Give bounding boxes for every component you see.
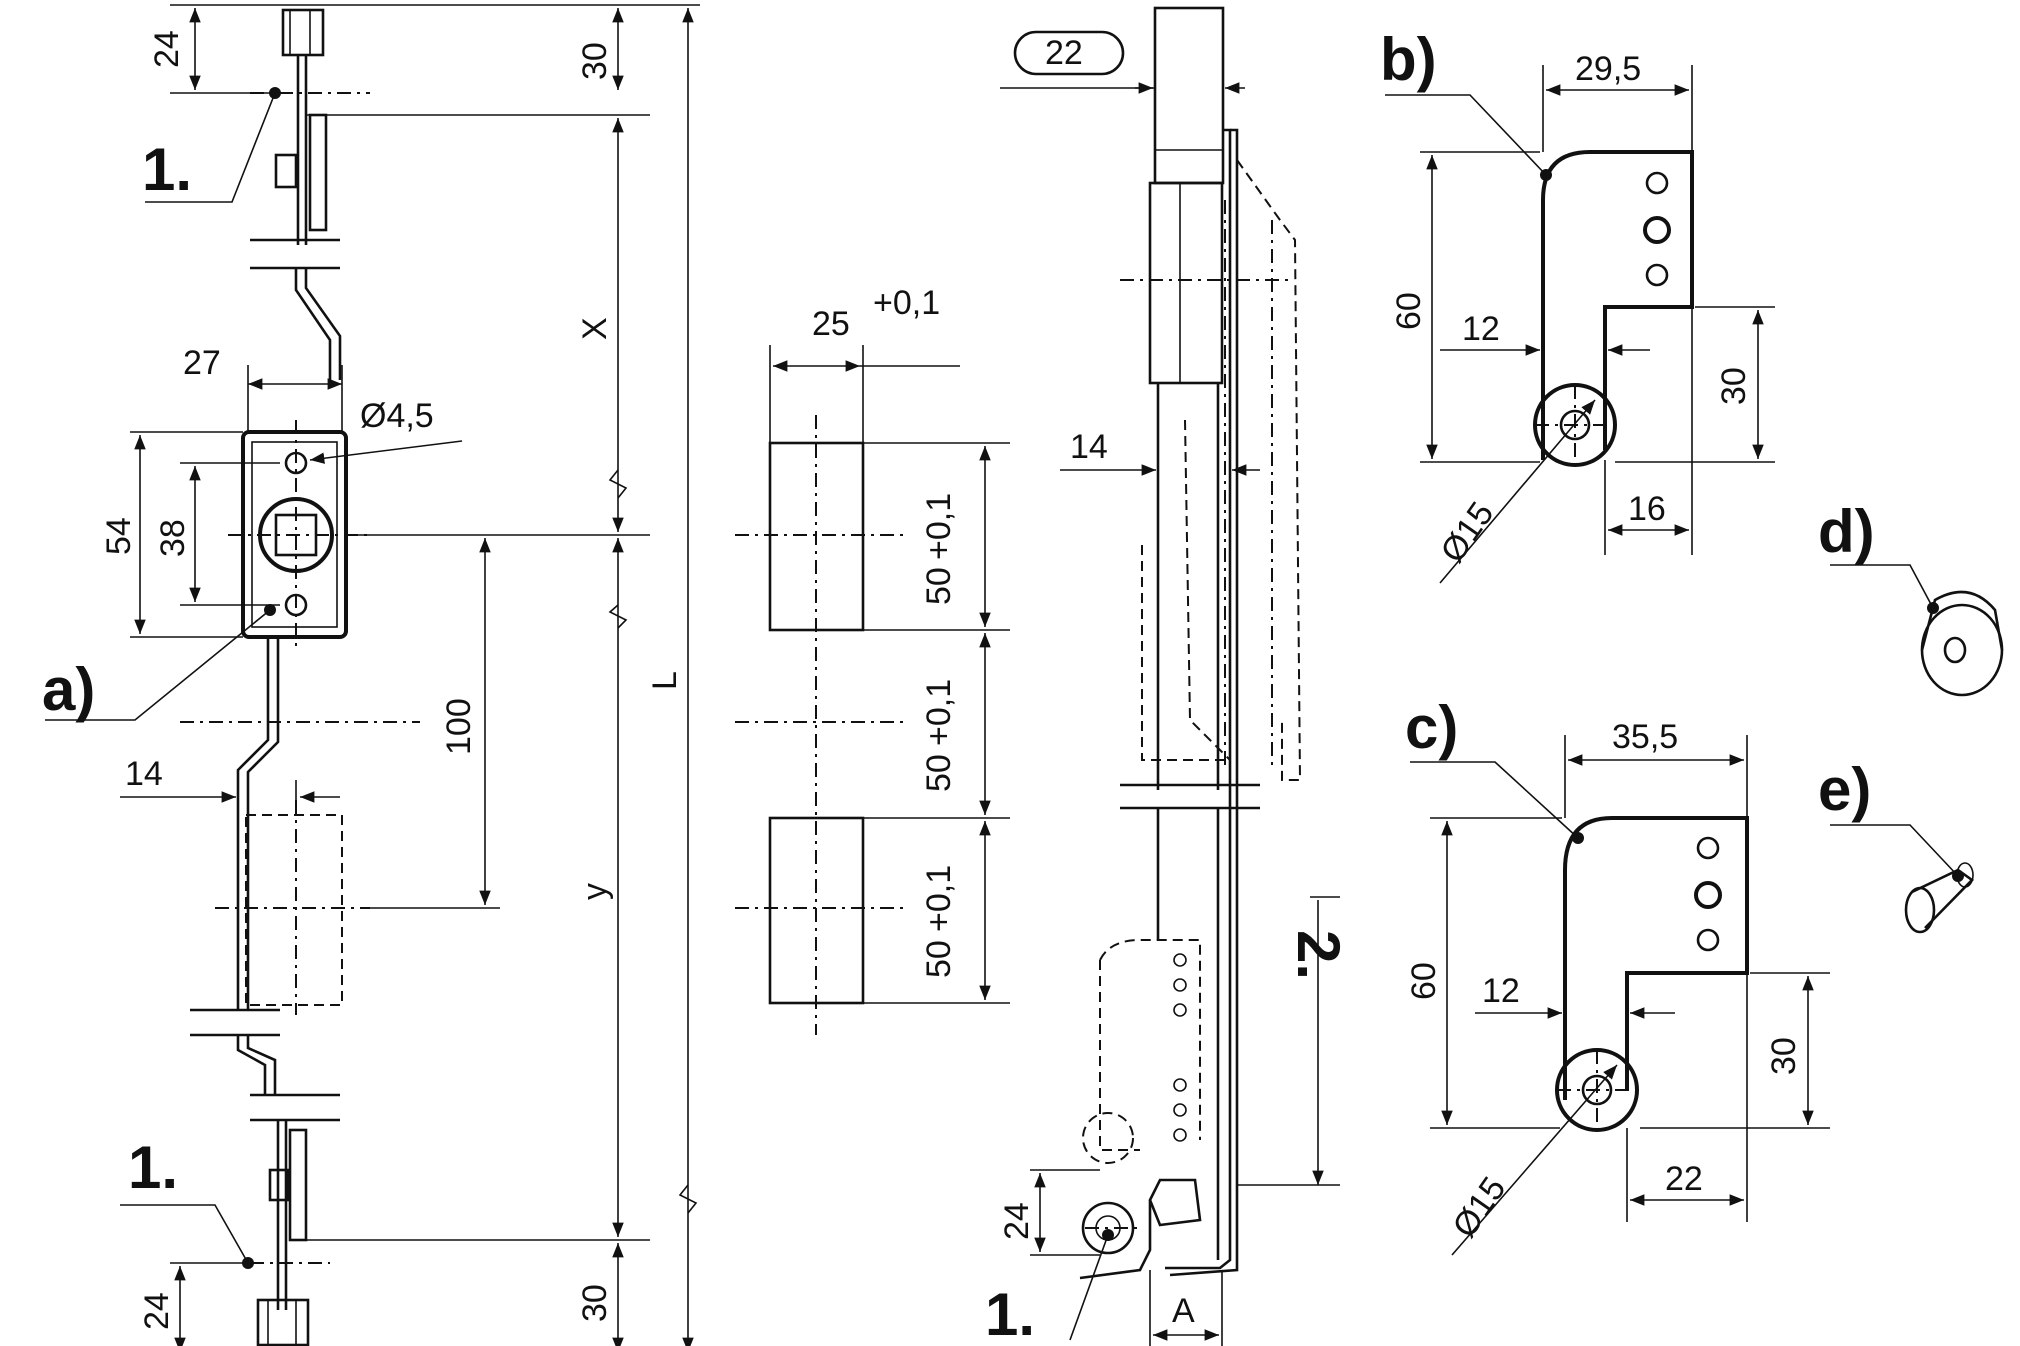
detail-e-pin: e) xyxy=(1818,756,1974,934)
detail-c: 35,5 60 12 30 Ø15 22 c) xyxy=(1405,694,1830,1256)
side-view: 22 14 24 A 2. 1. xyxy=(985,6,1352,1346)
dim-50-b: 50 xyxy=(920,754,958,792)
cutout-view: 25 +0,1 50 +0,1 50 +0,1 50 +0,1 xyxy=(735,284,1010,1035)
label-one-bottom: 1. xyxy=(128,1134,178,1201)
dim-50-a-tolerance: +0,1 xyxy=(920,493,958,560)
c-dim-30: 30 xyxy=(1765,1037,1803,1075)
left-view: 24 30 X 27 Ø4,5 54 38 100 14 L y 24 30 1… xyxy=(42,4,700,1346)
b-dim-30: 30 xyxy=(1715,367,1753,405)
dim-50-c-tolerance: +0,1 xyxy=(920,865,958,932)
c-dim-60: 60 xyxy=(1405,962,1443,1000)
label-c: c) xyxy=(1405,694,1458,761)
b-dim-12: 12 xyxy=(1462,310,1500,348)
detail-b: 29,5 60 12 30 Ø15 16 b) xyxy=(1380,26,1775,584)
b-dim-29-5: 29,5 xyxy=(1575,50,1641,88)
dim-a: A xyxy=(1172,1292,1195,1330)
dim-y: y xyxy=(576,883,614,900)
dim-54: 54 xyxy=(100,517,138,555)
label-a: a) xyxy=(42,656,95,723)
dim-24-bot: 24 xyxy=(138,1292,176,1330)
dim-14-mid: 14 xyxy=(1070,428,1108,466)
c-dim-diameter-15: Ø15 xyxy=(1445,1170,1513,1244)
label-d: d) xyxy=(1818,498,1875,565)
label-two: 2. xyxy=(1285,930,1352,980)
label-one-top: 1. xyxy=(142,136,192,203)
dim-24-top: 24 xyxy=(148,30,186,68)
detail-d-washer: d) xyxy=(1818,498,2004,697)
label-one-mid: 1. xyxy=(985,1281,1035,1346)
dim-22-box: 22 xyxy=(1045,34,1083,72)
dim-100: 100 xyxy=(440,698,478,755)
c-dim-35-5: 35,5 xyxy=(1612,718,1678,756)
label-b: b) xyxy=(1380,26,1437,93)
b-dim-diameter-15: Ø15 xyxy=(1433,495,1501,569)
dim-30-bot: 30 xyxy=(576,1284,614,1322)
dim-x: X xyxy=(576,317,614,340)
dim-50-b-tolerance: +0,1 xyxy=(920,679,958,746)
dim-30-top: 30 xyxy=(576,42,614,80)
dim-l: L xyxy=(646,671,684,690)
b-dim-60: 60 xyxy=(1390,292,1428,330)
dim-50-a: 50 xyxy=(920,567,958,605)
c-dim-22: 22 xyxy=(1665,1160,1703,1198)
dim-38: 38 xyxy=(154,519,192,557)
label-e: e) xyxy=(1818,756,1871,823)
dim-27: 27 xyxy=(183,344,221,382)
dim-25-tolerance: +0,1 xyxy=(873,284,940,322)
dim-diameter-4-5: Ø4,5 xyxy=(360,397,434,435)
b-dim-16: 16 xyxy=(1628,490,1666,528)
dim-24-mid: 24 xyxy=(998,1202,1036,1240)
dim-25: 25 xyxy=(812,305,850,343)
c-dim-12: 12 xyxy=(1482,972,1520,1010)
dim-14-left: 14 xyxy=(125,755,163,793)
dim-50-c: 50 xyxy=(920,940,958,978)
